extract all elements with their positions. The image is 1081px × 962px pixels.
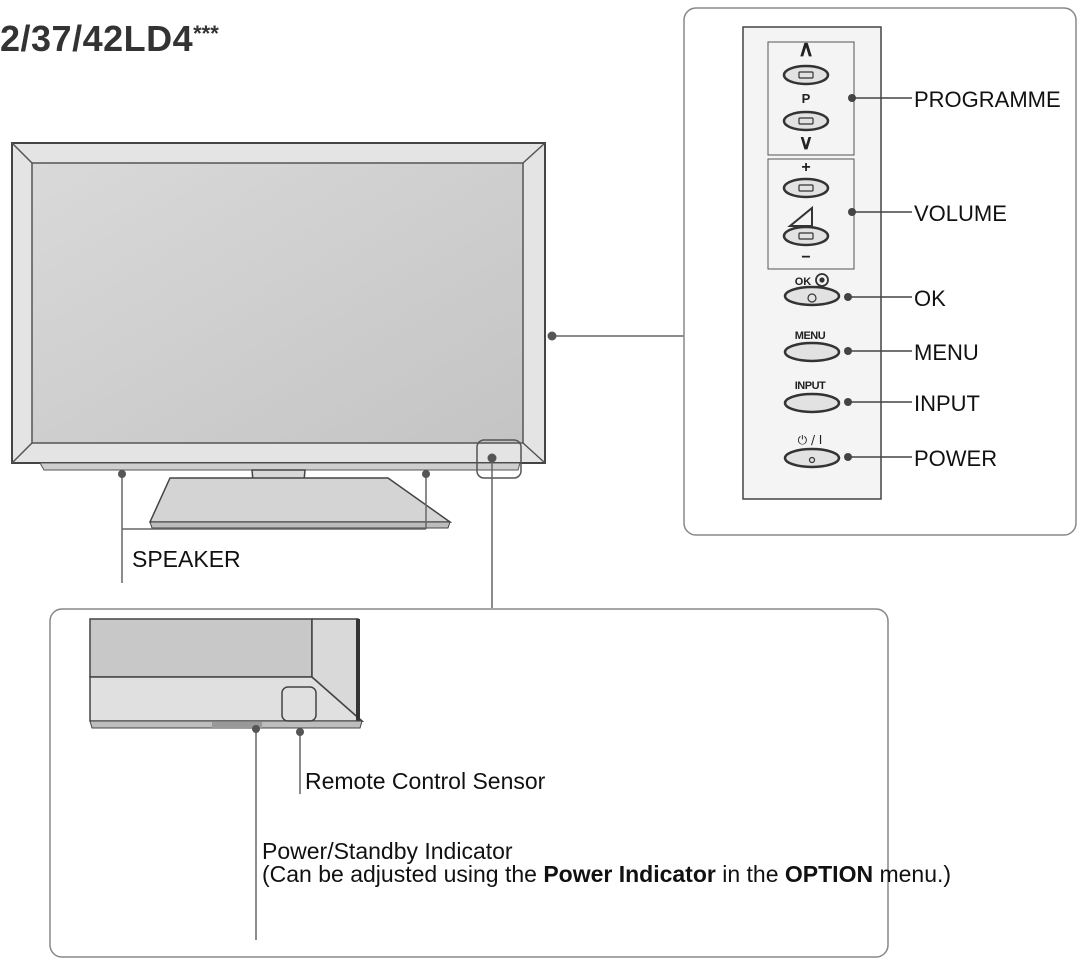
tv-screen bbox=[31, 162, 524, 444]
svg-text:INPUT: INPUT bbox=[795, 380, 826, 392]
svg-text:⏻ / I: ⏻ / I bbox=[798, 433, 823, 447]
tv-front bbox=[11, 142, 546, 529]
label-power: POWER bbox=[914, 446, 998, 471]
svg-text:−: − bbox=[801, 249, 810, 266]
label-menu: MENU bbox=[914, 340, 979, 365]
stand-base bbox=[148, 477, 453, 523]
volume-icon bbox=[787, 205, 813, 227]
label-volume: VOLUME bbox=[914, 201, 1007, 226]
ok-icon bbox=[815, 273, 829, 287]
label-input: INPUT bbox=[914, 391, 980, 416]
label-programme: PROGRAMME bbox=[914, 87, 1061, 112]
label-remote-sensor: Remote Control Sensor bbox=[305, 768, 546, 794]
indicator-note: Power/Standby Indicator (Can be adjusted… bbox=[262, 838, 952, 887]
control-strip bbox=[742, 26, 882, 500]
label-power-standby: Power/Standby Indicator bbox=[262, 838, 513, 864]
svg-text:OK: OK bbox=[795, 276, 812, 288]
svg-text:P: P bbox=[802, 91, 811, 106]
label-ok: OK bbox=[914, 286, 946, 311]
svg-text:∨: ∨ bbox=[799, 132, 814, 154]
svg-text:∧: ∧ bbox=[798, 36, 814, 61]
speaker-callout bbox=[121, 474, 427, 583]
sensor-highlight bbox=[476, 439, 522, 479]
detail-corner-zoom bbox=[89, 618, 364, 729]
svg-text:+: + bbox=[801, 159, 810, 176]
svg-text:MENU: MENU bbox=[795, 330, 826, 342]
model-title: 2/37/42LD4*** bbox=[0, 18, 219, 59]
label-speaker: SPEAKER bbox=[132, 546, 241, 572]
